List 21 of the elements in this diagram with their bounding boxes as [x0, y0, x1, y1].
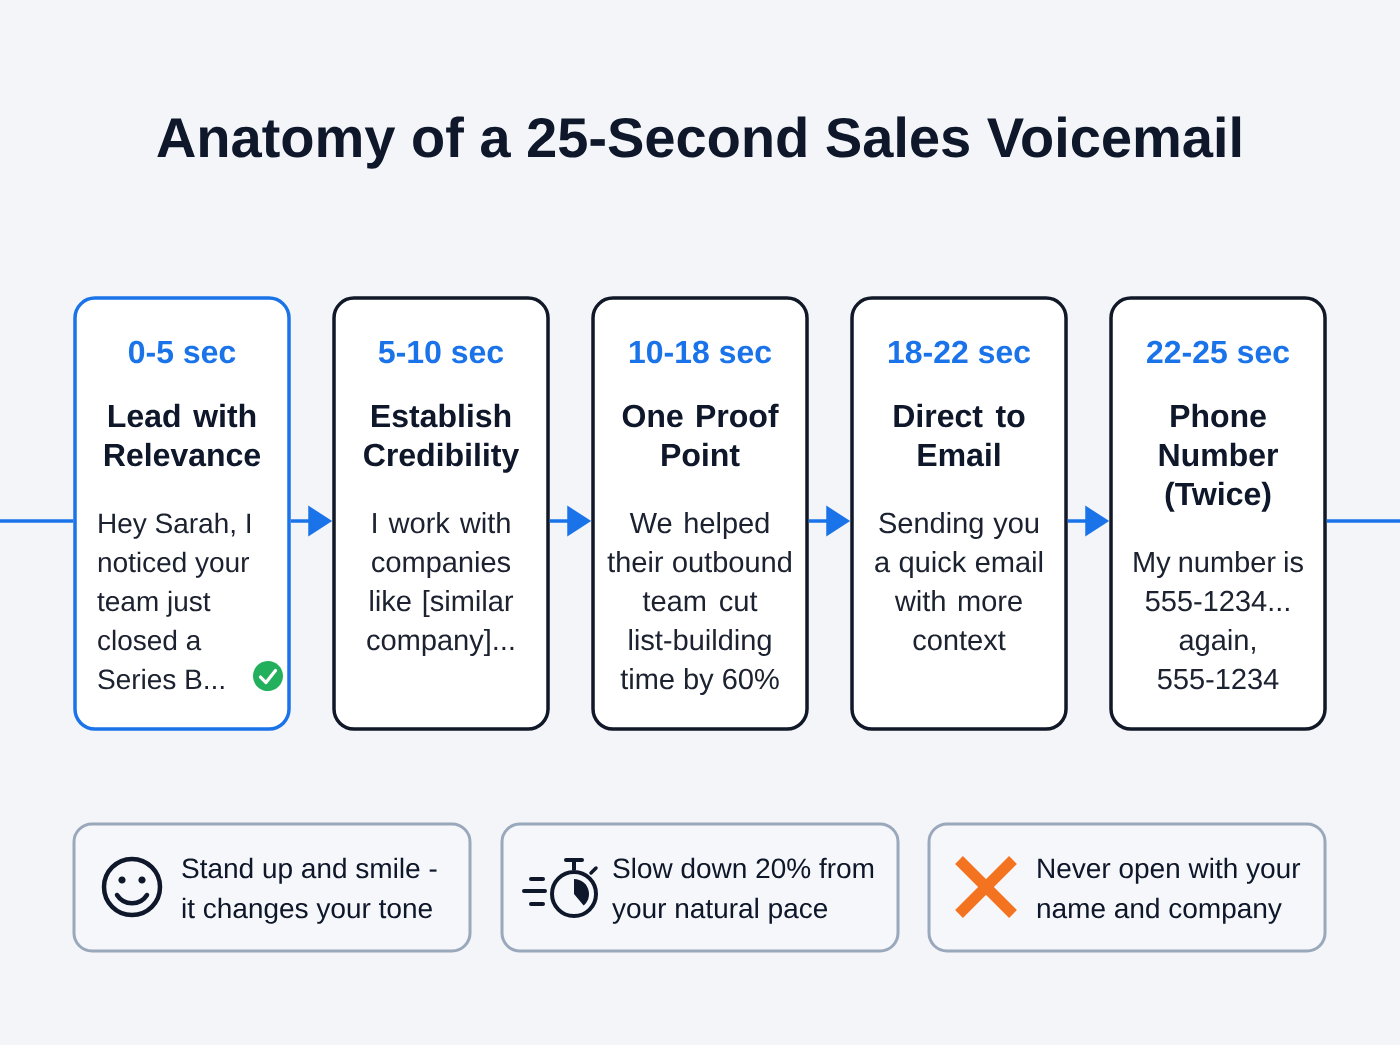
- time-label: 0-5 sec: [129, 340, 236, 364]
- title: Anatomy of a 25-Second Sales Voicemail: [157, 116, 1241, 169]
- connector-line: [0, 519, 74, 523]
- step-heading: Direct to Email: [894, 403, 1025, 467]
- step-heading: Lead with Relevance: [104, 403, 261, 467]
- time-label: 10-18 sec: [629, 340, 772, 364]
- tip-text: Stand up and smile - it changes your tone: [182, 857, 437, 924]
- script-text: Sending you a quick email with more context: [875, 512, 1043, 651]
- time-label: 18-22 sec: [888, 340, 1031, 364]
- connector-line: [1326, 519, 1400, 523]
- tip-text: Slow down 20% from your natural pace: [612, 857, 874, 924]
- step-heading: Phone Number (Twice): [1159, 403, 1278, 512]
- step-heading: One Proof Point: [622, 403, 779, 467]
- script-text: My number is 555-1234... again, 555-1234: [1134, 551, 1303, 690]
- time-label: 22-25 sec: [1147, 340, 1290, 364]
- time-label: 5-10 sec: [378, 340, 504, 364]
- script-text: Hey Sarah, I noticed your team just closed a Series B...: [97, 512, 250, 690]
- script-text: I work with companies like [similar company]...: [367, 512, 514, 657]
- step-heading: Establish Credibility: [364, 403, 520, 473]
- tip-text: Never open with your name and company: [1037, 857, 1301, 924]
- script-text: We helped their outbound team cut list-building time by 60%: [607, 512, 791, 696]
